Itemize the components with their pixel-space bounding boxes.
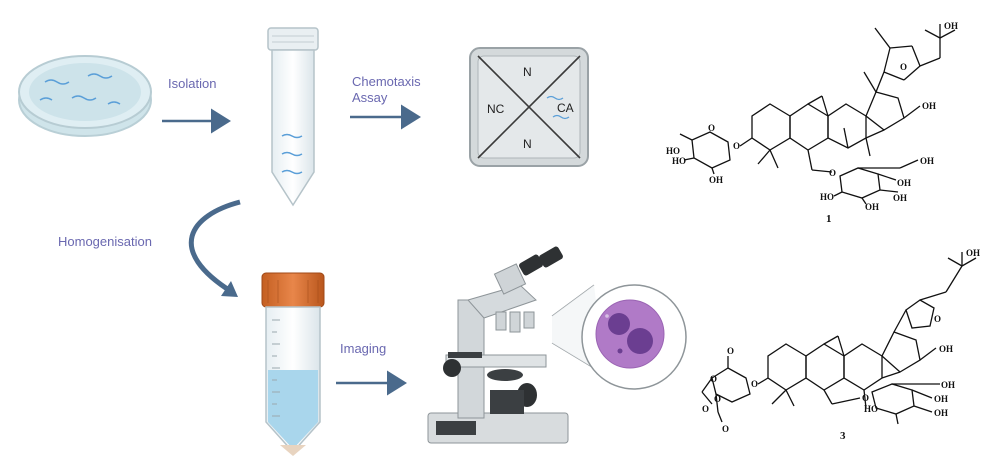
c1-o-link: O bbox=[733, 141, 740, 151]
plate-bottom-label: N bbox=[523, 137, 532, 151]
c3-oh-d: OH bbox=[934, 408, 948, 418]
chemotaxis-label-line1: Chemotaxis bbox=[352, 74, 421, 89]
c3-ho-a: HO bbox=[864, 404, 878, 414]
c3-o-ac2: O bbox=[714, 394, 721, 404]
c3-o-furan: O bbox=[934, 314, 941, 324]
compound-3-number: 3 bbox=[840, 430, 846, 442]
chemotaxis-label-line2: Assay bbox=[352, 90, 388, 105]
c3-oh-b: OH bbox=[941, 380, 955, 390]
c1-oh-c: OH bbox=[709, 175, 723, 185]
c3-o-link2: O bbox=[862, 393, 869, 403]
c1-ho-a: HO bbox=[666, 146, 680, 156]
isolation-label: Isolation bbox=[168, 76, 216, 91]
c1-oh-f: OH bbox=[893, 193, 907, 203]
petri-dish-icon bbox=[18, 55, 152, 137]
compound-1-atom-labels: OH O OH HO HO OH O O O OH OH OH HO OH 1 bbox=[666, 21, 958, 225]
microscope-icon bbox=[427, 246, 569, 444]
compound-3-atom-labels: OH O OH O O O O O O O OH OH OH HO 3 bbox=[702, 248, 980, 442]
c1-oh-right: OH bbox=[922, 101, 936, 111]
c1-oh-e: OH bbox=[897, 178, 911, 188]
c1-oh-top: OH bbox=[944, 21, 958, 31]
magnified-cell-view bbox=[581, 284, 687, 390]
homogenisation-arrow bbox=[188, 199, 241, 295]
c3-o-link: O bbox=[751, 379, 758, 389]
falcon-tube-icon bbox=[261, 272, 325, 456]
compound-3-structure bbox=[701, 252, 977, 425]
plate-top-label: N bbox=[523, 65, 532, 79]
c3-o-ring: O bbox=[727, 346, 734, 356]
c1-ho-d: HO bbox=[820, 192, 834, 202]
c3-oh-c: OH bbox=[934, 394, 948, 404]
c3-o-ac4: O bbox=[722, 424, 729, 434]
c1-o-furan: O bbox=[900, 62, 907, 72]
c3-oh-top: OH bbox=[966, 248, 980, 258]
c1-oh-g: OH bbox=[920, 156, 934, 166]
plate-right-label: CA bbox=[557, 101, 574, 115]
homogenisation-arrowhead bbox=[221, 281, 238, 297]
compound-1-structure bbox=[679, 24, 956, 205]
c3-oh-right: OH bbox=[939, 344, 953, 354]
imaging-label: Imaging bbox=[340, 341, 386, 356]
c3-o-ac1: O bbox=[710, 374, 717, 384]
plate-left-label: NC bbox=[487, 102, 505, 116]
c1-o-link2: O bbox=[829, 168, 836, 178]
c3-o-ac3: O bbox=[702, 404, 709, 414]
assay-plate: N N NC CA bbox=[469, 47, 589, 167]
c1-ho-b: HO bbox=[672, 156, 686, 166]
compound-1-number: 1 bbox=[826, 213, 832, 225]
c1-o-ring: O bbox=[708, 123, 715, 133]
c1-oh-sugar: OH bbox=[865, 202, 879, 212]
centrifuge-tube-icon bbox=[267, 27, 319, 207]
homogenisation-label: Homogenisation bbox=[58, 234, 152, 249]
